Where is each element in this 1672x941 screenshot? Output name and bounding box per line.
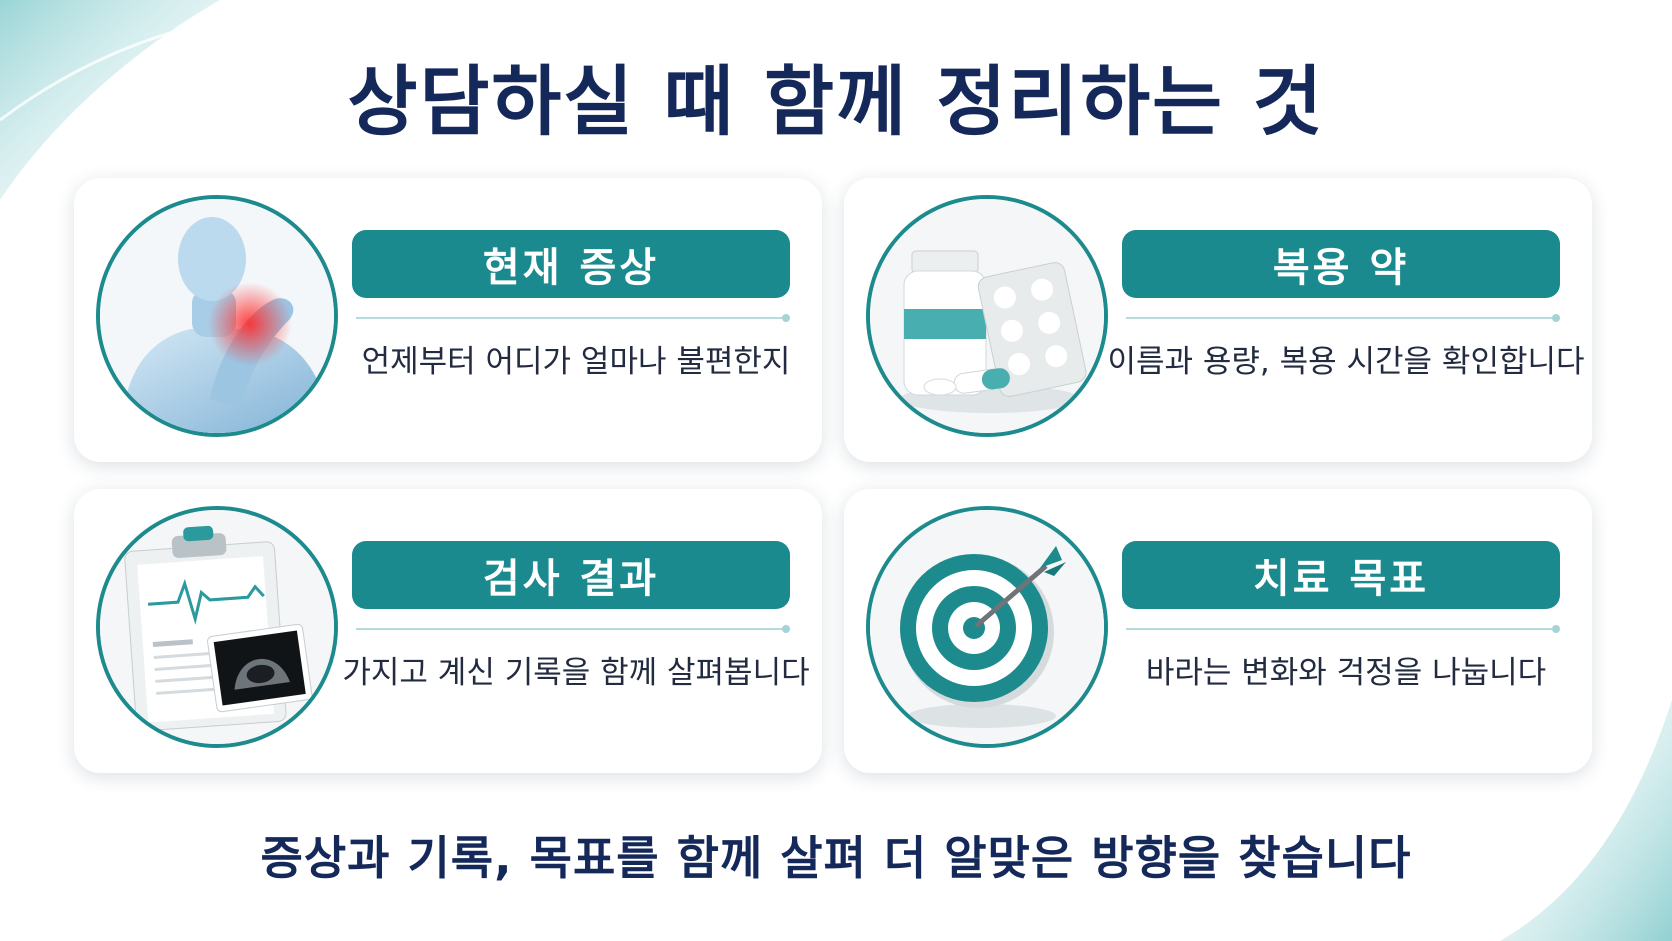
- card-heading: 검사 결과: [352, 541, 790, 609]
- shoulder-pain-icon: [96, 195, 338, 437]
- divider: [356, 314, 790, 322]
- card-description: 가지고 계신 기록을 함께 살펴봅니다: [342, 655, 810, 691]
- card-description: 언제부터 어디가 얼마나 불편한지: [361, 344, 791, 380]
- medical-record-icon: [96, 506, 338, 748]
- page-title: 상담하실 때 함께 정리하는 것: [347, 57, 1325, 146]
- divider: [1126, 625, 1560, 633]
- card-description: 바라는 변화와 걱정을 나눕니다: [1145, 655, 1547, 691]
- card-heading: 현재 증상: [352, 230, 790, 298]
- target-icon: [866, 506, 1108, 748]
- card-current-symptoms: 현재 증상 언제부터 어디가 얼마나 불편한지: [74, 178, 822, 462]
- card-treatment-goals: 치료 목표 바라는 변화와 걱정을 나눕니다: [844, 489, 1592, 773]
- card-description: 이름과 용량, 복용 시간을 확인합니다: [1107, 344, 1585, 380]
- divider: [1126, 314, 1560, 322]
- footer-message: 증상과 기록, 목표를 함께 살펴 더 알맞은 방향을 찾습니다: [260, 831, 1412, 885]
- card-medications: 복용 약 이름과 용량, 복용 시간을 확인합니다: [844, 178, 1592, 462]
- card-heading: 치료 목표: [1122, 541, 1560, 609]
- card-test-results: 검사 결과 가지고 계신 기록을 함께 살펴봅니다: [74, 489, 822, 773]
- divider: [356, 625, 790, 633]
- medication-icon: [866, 195, 1108, 437]
- card-heading: 복용 약: [1122, 230, 1560, 298]
